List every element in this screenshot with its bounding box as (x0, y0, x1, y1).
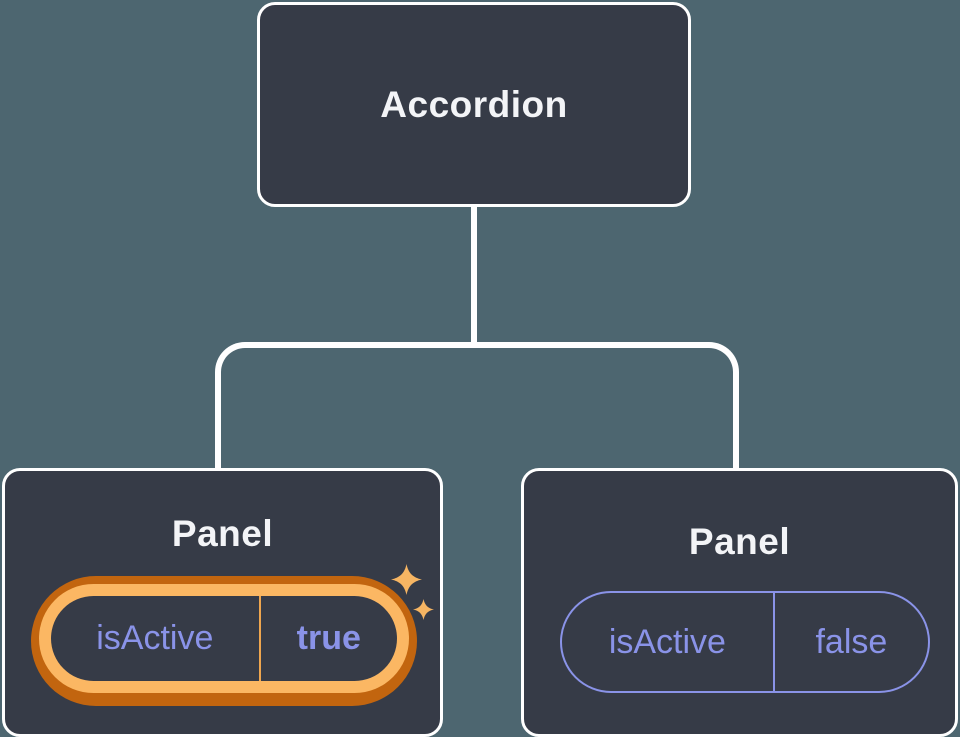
panel-node-label: Panel (688, 521, 791, 562)
connector-trunk-line (471, 206, 477, 347)
accordion-node: Accordion (257, 2, 691, 207)
state-pill: isActive true (51, 596, 397, 681)
accordion-node-label: Accordion (380, 83, 568, 125)
state-pill-divider (258, 596, 261, 681)
sparkle-icon (391, 564, 422, 595)
state-pill-gold-ring: isActive true (39, 584, 409, 693)
state-value-label: true (296, 619, 361, 657)
connector-branch-bracket (215, 342, 739, 470)
state-pill: isActive false (560, 591, 930, 693)
panel-node-active: Panel isActive true (2, 468, 443, 737)
sparkle-icon-small (413, 599, 434, 620)
state-key-label: isActive (608, 622, 726, 661)
panel-node-label: Panel (171, 513, 274, 554)
panel-node-inactive: Panel isActive false (521, 468, 958, 737)
state-pill-divider (772, 593, 775, 691)
state-value-label: false (815, 622, 888, 661)
state-key-label: isActive (96, 619, 214, 657)
state-pill-highlight-ring: isActive true (31, 576, 417, 706)
